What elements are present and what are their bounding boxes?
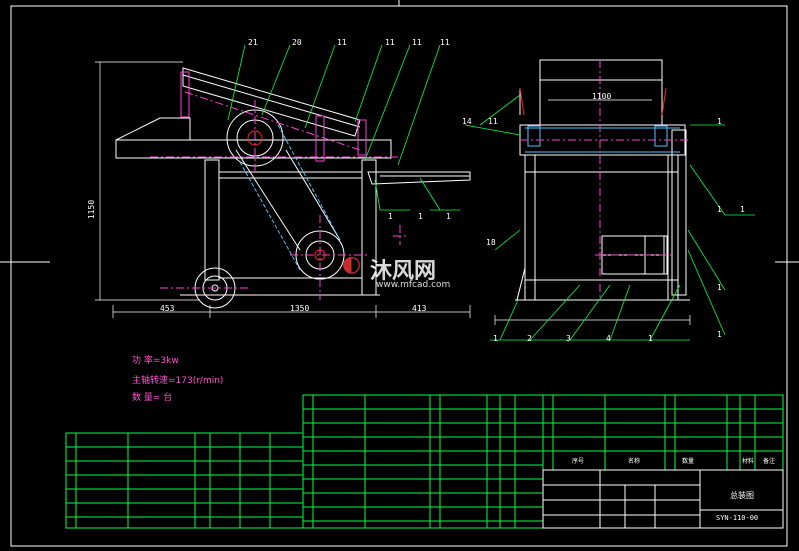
balloon-14: 14 <box>462 117 472 126</box>
title-block <box>65 394 784 529</box>
balloon-11b: 11 <box>385 38 395 47</box>
tb-label-qty: 数量 <box>682 458 695 465</box>
balloon-11c: 11 <box>412 38 422 47</box>
dim-height: 1150 <box>87 199 97 220</box>
balloon-1b: 1 <box>717 205 722 214</box>
front-view <box>95 61 471 318</box>
tech-note-power: 功 率=3kw <box>132 356 179 366</box>
balloon-bottom-1: 1 <box>493 334 498 343</box>
balloon-12: 1 <box>388 212 393 221</box>
tech-note-speed: 主轴转速=173(r/min) <box>132 376 224 386</box>
leader-lines <box>227 44 755 341</box>
watermark-brand: 沐风网 <box>370 259 437 284</box>
tb-label-remark: 备注 <box>763 458 776 465</box>
balloon-11d: 11 <box>440 38 450 47</box>
tb-label-no: 序号 <box>572 458 585 465</box>
tech-note-quantity: 数 量= 台 <box>132 393 173 403</box>
watermark-url: www.mfcad.com <box>376 280 451 290</box>
balloon-1c: 1 <box>740 205 745 214</box>
tb-label-name: 名称 <box>628 458 641 465</box>
dim-side-width: 1100 <box>592 92 612 101</box>
balloon-1a: 1 <box>717 117 722 126</box>
dim-front-width: 1350 <box>290 304 310 313</box>
balloon-21: 21 <box>248 38 258 47</box>
balloon-bottom-4: 4 <box>606 334 611 343</box>
side-view <box>494 59 691 325</box>
balloon-1e: 1 <box>717 330 722 339</box>
dim-right-offset: 413 <box>412 304 427 313</box>
dim-left-offset: 453 <box>160 304 175 313</box>
balloon-bottom-2: 2 <box>527 334 532 343</box>
balloon-13: 1 <box>418 212 423 221</box>
balloon-11a: 11 <box>337 38 347 47</box>
drawing-number: SYN-110-00 <box>716 514 759 522</box>
balloon-11e: 11 <box>488 117 498 126</box>
tb-label-material: 材料 <box>742 458 755 465</box>
balloon-bottom-3: 3 <box>566 334 571 343</box>
balloon-18: 18 <box>486 238 496 247</box>
drawing-title: 总装图 <box>730 491 754 500</box>
watermark-logo-icon: ◐ <box>342 252 362 277</box>
balloon-bottom-5: 1 <box>648 334 653 343</box>
balloon-1d: 1 <box>717 283 722 292</box>
balloon-11f: 1 <box>446 212 451 221</box>
balloon-20: 20 <box>292 38 302 47</box>
